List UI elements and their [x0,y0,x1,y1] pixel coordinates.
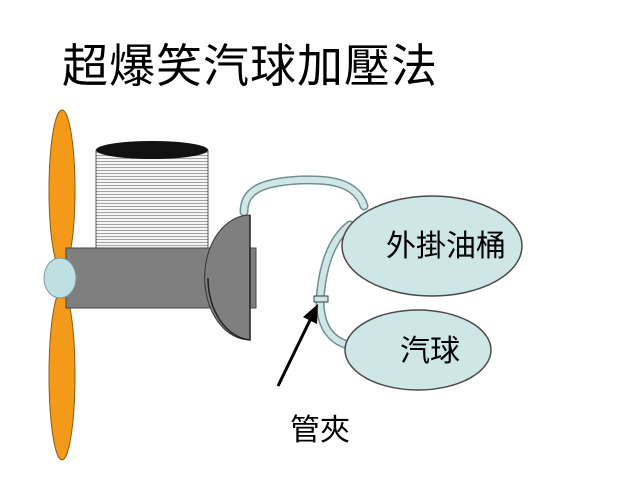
tube-clamp [313,295,329,303]
balloon-label: 汽球 [400,334,460,369]
fuel-line [239,175,369,350]
tube-engine-to-tank [241,176,367,215]
clamp-label: 管夾 [290,413,350,448]
cylinder-fins [95,149,209,251]
cylinder-head [96,141,208,159]
spinner [43,257,77,299]
engine [43,141,257,341]
propeller-blade-bottom [48,289,76,461]
balloon: 汽球 [344,309,492,391]
clamp-arrow [276,304,318,387]
arrow-head [303,304,318,324]
propeller-blade-top [48,109,76,271]
external-fuel-tank: 外掛油桶 [341,195,523,297]
fuel-tank-label: 外掛油桶 [386,229,506,264]
rear-cover [204,214,251,341]
slide-title: 超爆笑汽球加壓法 [62,39,438,93]
propeller [48,109,76,461]
